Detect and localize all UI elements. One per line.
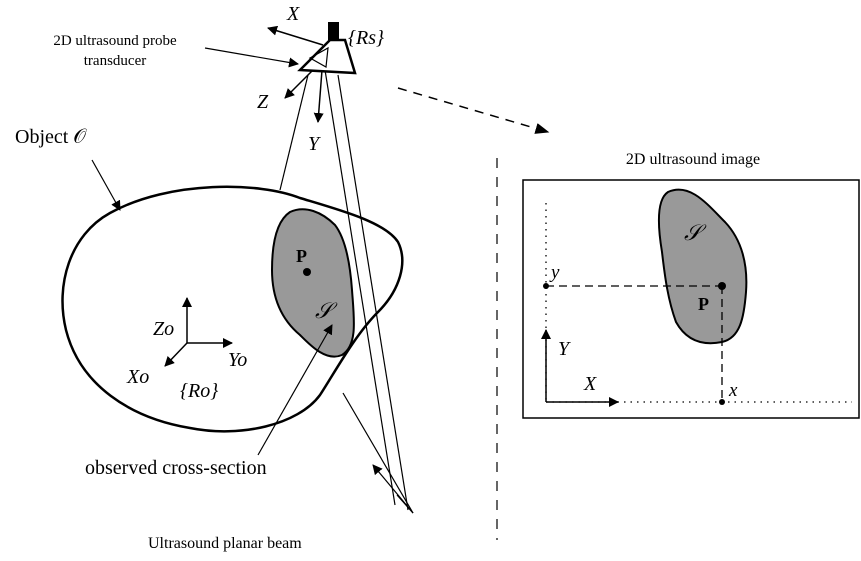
point-p-label: P [296, 246, 307, 266]
object-outline [61, 185, 404, 433]
image-cross-section-region [657, 188, 748, 345]
object-caption-pointer [91, 159, 121, 211]
image-coord-y-label: y [549, 262, 560, 283]
observed-caption-pointer [257, 324, 333, 456]
probe-axis-x-arrow [267, 25, 324, 46]
ultrasound-image-frame [522, 179, 860, 419]
beam-caption-pointer-3 [396, 494, 414, 514]
probe-caption-pointer [204, 47, 299, 68]
probe-axis-z-arrow [284, 69, 314, 99]
object-axis-x-arrow [164, 342, 188, 367]
image-title: 2D ultrasound image [626, 151, 760, 168]
image-axis-y-label: Y [558, 338, 571, 360]
probe-axis-y-arrow [313, 69, 324, 123]
cross-section-region [270, 208, 355, 358]
image-point-p-dot [718, 282, 726, 290]
beam-edge-left [279, 74, 309, 191]
probe-caption-line2: transducer [84, 53, 146, 69]
object-axis-y-label: Yo [228, 349, 247, 371]
beam-edge-right [337, 74, 409, 511]
point-p-dot [303, 268, 311, 276]
probe-axis-y-label: Y [308, 133, 321, 155]
image-axis-x-label: X [583, 373, 597, 395]
probe-transducer [297, 22, 357, 75]
probe-caption-line1: 2D ultrasound probe [53, 33, 177, 49]
probe-to-image-arrow [397, 87, 550, 134]
probe-axis-x-label: X [286, 3, 300, 25]
image-y-dot [543, 283, 549, 289]
beam-caption-pointer-1 [342, 392, 414, 514]
object-axis-x-label: Xo [126, 366, 149, 388]
sensor-frame-label: {Rs} [348, 27, 384, 49]
image-point-p-label: P [698, 294, 709, 314]
beam-edge-middle [324, 69, 396, 506]
probe-axis-z-label: Z [257, 91, 269, 113]
object-frame-label: {Ro} [180, 380, 218, 402]
object-caption: Object 𝒪 [15, 126, 87, 148]
object-axis-z-label: Zo [153, 318, 174, 340]
observed-caption: observed cross-section [85, 457, 267, 479]
image-x-dot [719, 399, 725, 405]
probe-cable-icon [328, 22, 339, 40]
beam-caption: Ultrasound planar beam [148, 535, 302, 552]
image-coord-x-label: x [728, 380, 738, 401]
